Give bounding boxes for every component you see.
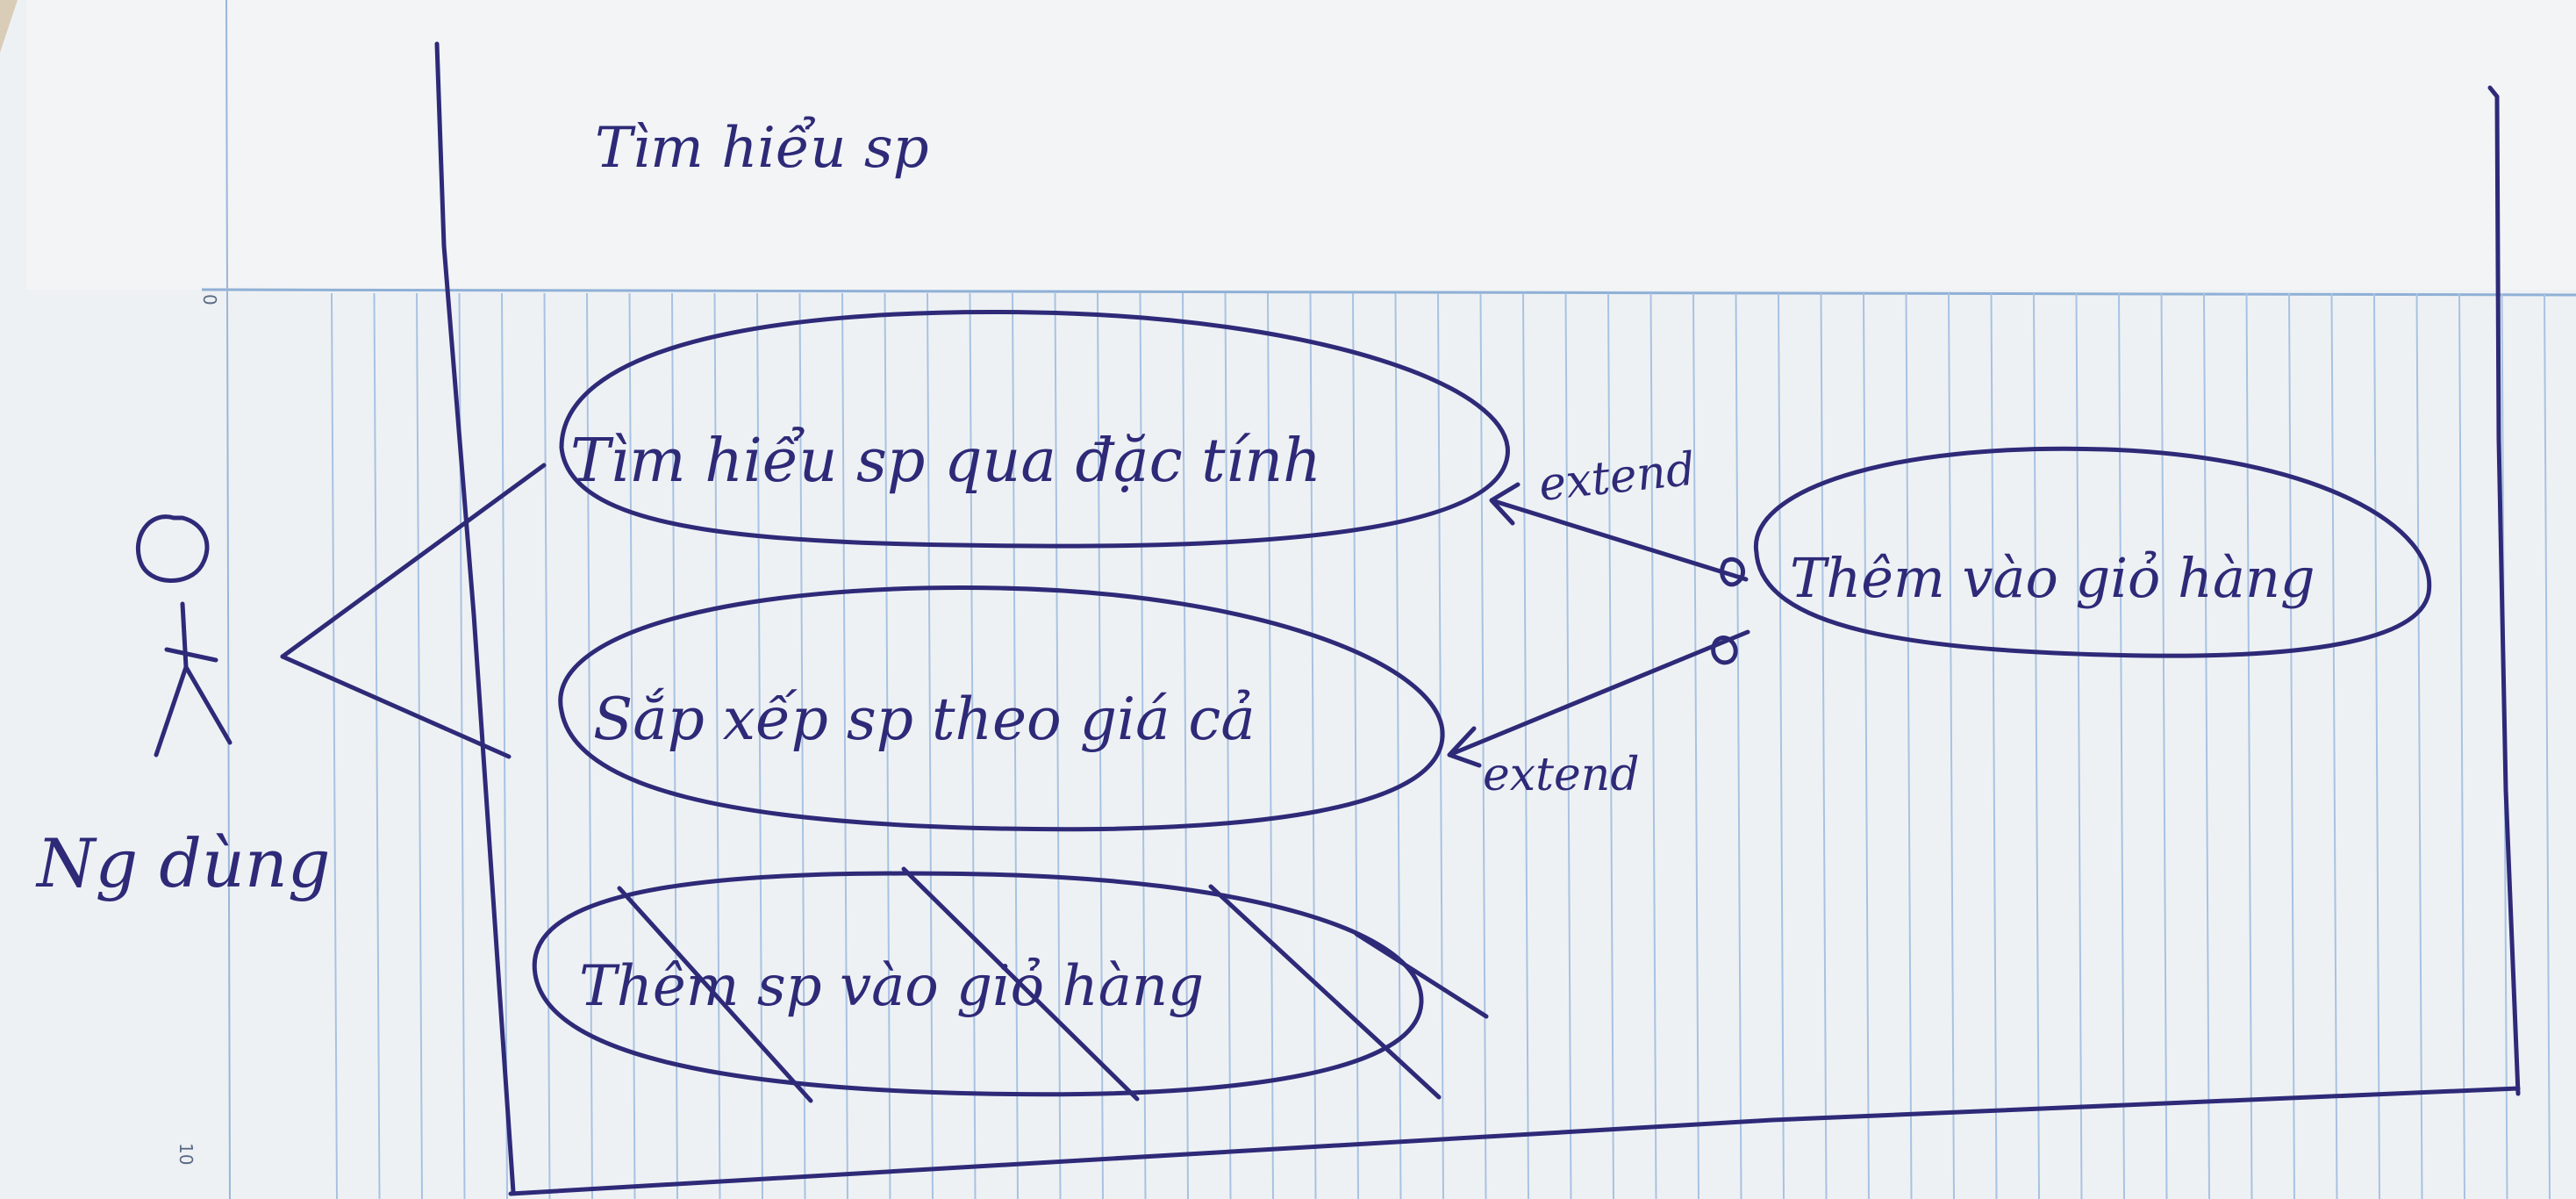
paper-grid-line: [1820, 292, 1828, 1199]
paper-grid-line: [927, 292, 934, 1199]
system-title: Tìm hiểu sp: [595, 116, 929, 181]
paper-grid-line: [543, 292, 551, 1199]
paper-grid-line: [1182, 292, 1189, 1199]
extend-arrows: [1447, 482, 1750, 768]
use-case-label: Tìm hiểu sp qua đặc tính: [570, 427, 1321, 496]
paper-grid-line: [628, 292, 636, 1199]
paper-grid-line: [331, 292, 338, 1199]
paper-grid-line: [1352, 292, 1359, 1199]
system-boundary: [434, 41, 2521, 1196]
paper-grid-line: [2160, 292, 2168, 1199]
paper-margin-line: [225, 0, 231, 1199]
paper-grid-line: [1649, 292, 1657, 1199]
paper-grid-line: [713, 292, 721, 1199]
paper-grid-line: [2245, 292, 2253, 1199]
paper-grid-line: [2458, 292, 2465, 1199]
paper-ruled-line: [201, 288, 2576, 297]
paper-grid-line: [1224, 292, 1232, 1199]
paper-grid-line: [1778, 292, 1785, 1199]
paper-grid-line: [2288, 292, 2295, 1199]
paper-grid-line: [373, 292, 381, 1199]
paper-grid-line: [2415, 292, 2423, 1199]
extend-arrow-to-sort: [1447, 629, 1750, 768]
extend-label: extend: [1483, 749, 1640, 801]
paper-grid-line: [1735, 292, 1742, 1199]
paper-grid-line: [1479, 292, 1487, 1199]
ruler-mark-top: 0: [199, 294, 220, 305]
actor-associations: [280, 463, 547, 759]
paper-grid-line: [2033, 292, 2040, 1199]
paper-grid-line: [1522, 292, 1529, 1199]
paper-grid-line: [1267, 292, 1274, 1199]
extend-arrow-to-explore: [1489, 482, 1749, 582]
paper-header-band: [26, 0, 2576, 290]
paper-grid-line: [1692, 292, 1699, 1199]
use-case-add-to-cart: Thêm vào giỏ hàng: [1753, 446, 2432, 658]
paper-grid-line: [2330, 292, 2338, 1199]
paper-grid-line: [1054, 292, 1062, 1199]
paper-grid-line: [1309, 292, 1317, 1199]
ruler-mark-bottom: 10: [175, 1143, 197, 1165]
paper-grid-line: [1097, 292, 1104, 1199]
use-case-add-product-to-cart-crossed: Thêm sp vào giỏ hàng: [532, 866, 1489, 1103]
paper-grid-line: [969, 292, 977, 1199]
paper-grid-line: [671, 292, 678, 1199]
paper-grid-line: [416, 292, 423, 1199]
paper-grid-line: [2118, 292, 2125, 1199]
paper-grid-line: [1990, 292, 1998, 1199]
paper-grid-line: [841, 292, 848, 1199]
paper-grid-line: [586, 292, 593, 1199]
paper-grid-line: [1564, 292, 1572, 1199]
use-case-label: Thêm sp vào giỏ hàng: [579, 954, 1204, 1019]
paper-grid-line: [1139, 292, 1147, 1199]
actor-label: Ng dùng: [35, 824, 331, 902]
paper-grid-line: [798, 292, 806, 1199]
use-case-label: Sắp xếp sp theo giá cả: [593, 686, 1256, 753]
actor-figure: [135, 514, 233, 757]
paper-grid-line: [1905, 292, 1913, 1199]
use-case-label: Thêm vào giỏ hàng: [1790, 546, 2315, 610]
extend-origin-mark: [1711, 635, 1738, 665]
use-case-explore-by-attributes: Tìm hiểu sp qua đặc tính: [559, 310, 1510, 549]
paper-grid-line: [2203, 292, 2210, 1199]
paper-grid-line: [884, 292, 891, 1199]
paper-grid: [331, 292, 2551, 1199]
paper-grid-line: [1012, 292, 1019, 1199]
paper-grid-line: [1607, 292, 1614, 1199]
paper-grid-line: [2544, 292, 2551, 1199]
paper-grid-line: [1948, 292, 1955, 1199]
use-case-sort-by-price: Sắp xếp sp theo giá cả: [558, 585, 1445, 832]
paper-grid-line: [1863, 292, 1870, 1199]
actor-body-icon: [154, 601, 233, 757]
strike-through-marks: [617, 866, 1489, 1103]
paper-grid-line: [2075, 292, 2083, 1199]
paper-grid-line: [2373, 292, 2380, 1199]
paper-grid-line: [501, 292, 508, 1199]
actor-head-icon: [135, 514, 210, 583]
paper-grid-line: [1394, 292, 1402, 1199]
extend-origin-mark: [1720, 557, 1746, 587]
